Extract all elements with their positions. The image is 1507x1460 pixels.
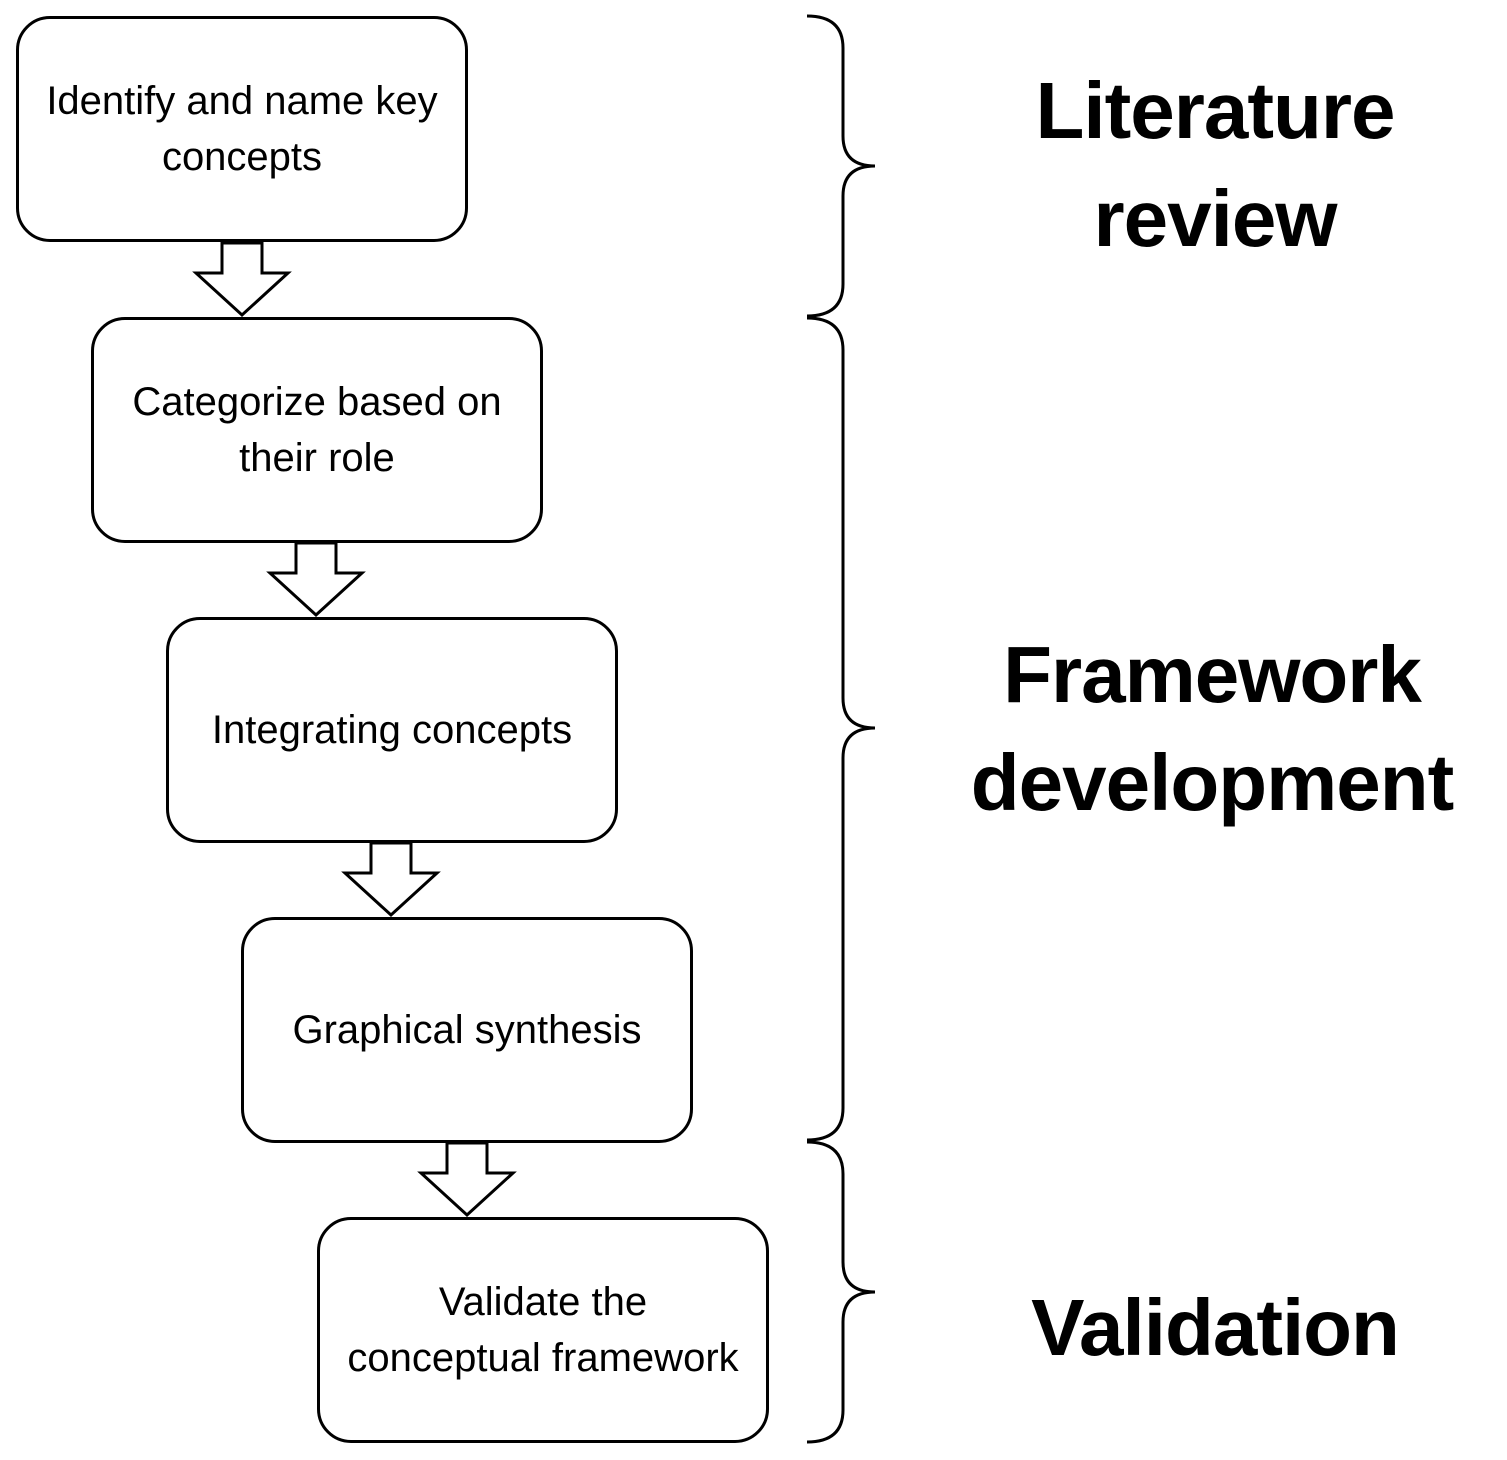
- step-categorize-label: Categorize based on their role: [132, 380, 502, 480]
- down-arrow-icon: [266, 541, 366, 618]
- step-graphical-label: Graphical synthesis: [292, 1008, 642, 1052]
- down-arrow-icon: [192, 241, 292, 318]
- down-arrow-icon: [417, 1141, 517, 1218]
- right-brace-icon: [806, 316, 876, 1142]
- step-integrating-label: Integrating concepts: [211, 708, 573, 752]
- phase-framework-development-label: Framework development: [970, 630, 1454, 827]
- step-identify-label: Identify and name key concepts: [46, 79, 438, 179]
- step-graphical-box: Graphical synthesis: [241, 917, 693, 1143]
- down-arrow-icon: [341, 841, 441, 918]
- phase-validation-label: Validation: [1031, 1283, 1400, 1372]
- right-brace-icon: [806, 14, 876, 318]
- step-integrating-box: Integrating concepts: [166, 617, 618, 843]
- step-categorize-box: Categorize based on their role: [91, 317, 543, 543]
- step-identify-box: Identify and name key concepts: [16, 16, 468, 242]
- step-validate-box: Validate the conceptual framework: [317, 1217, 769, 1443]
- right-brace-icon: [806, 1140, 876, 1444]
- phase-literature-review-label: Literature review: [1035, 66, 1396, 263]
- step-validate-label: Validate the conceptual framework: [347, 1280, 739, 1380]
